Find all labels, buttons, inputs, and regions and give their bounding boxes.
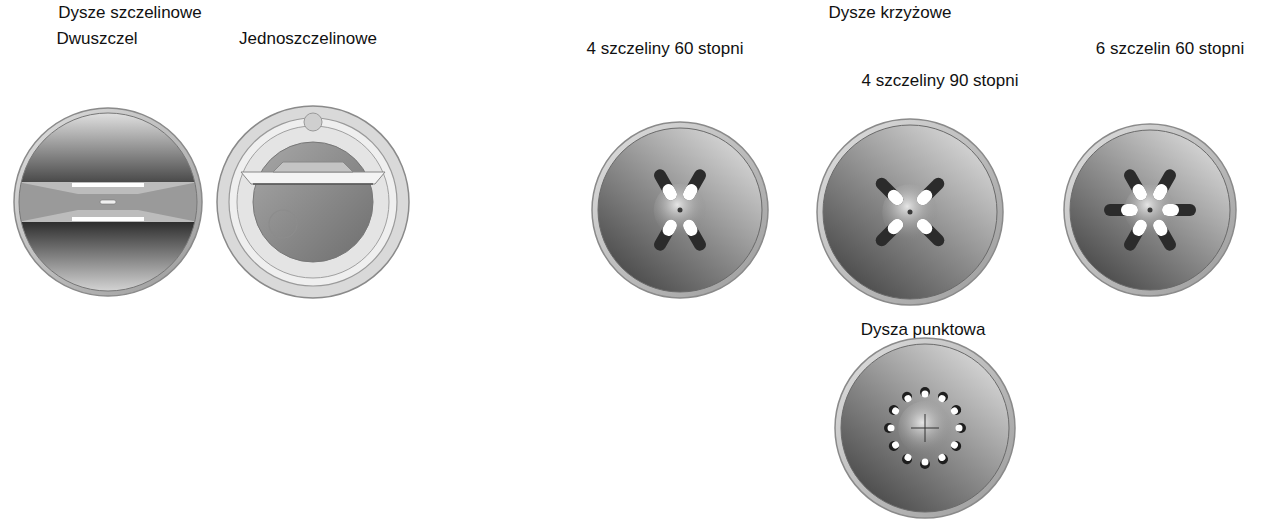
group-heading: Dysze szczelinowe xyxy=(58,3,202,23)
cross-nozzle-4x60 xyxy=(592,122,768,298)
cross-nozzle-6x60 xyxy=(1064,124,1236,296)
nozzle-label: Dwuszczel xyxy=(56,29,137,49)
nozzle-label: 4 szczeliny 90 stopni xyxy=(862,71,1019,91)
point-nozzle xyxy=(835,338,1015,518)
group-heading: Dysze krzyżowe xyxy=(829,3,952,23)
nozzle-label: 6 szczelin 60 stopni xyxy=(1096,39,1244,59)
single-slit-nozzle xyxy=(217,106,409,298)
double-slit-nozzle xyxy=(14,108,202,296)
cross-nozzle-4x90 xyxy=(817,119,1003,305)
nozzle-label: 4 szczeliny 60 stopni xyxy=(587,39,744,59)
nozzle-label: Jednoszczelinowe xyxy=(239,29,377,49)
nozzle-label: Dysza punktowa xyxy=(861,320,986,340)
